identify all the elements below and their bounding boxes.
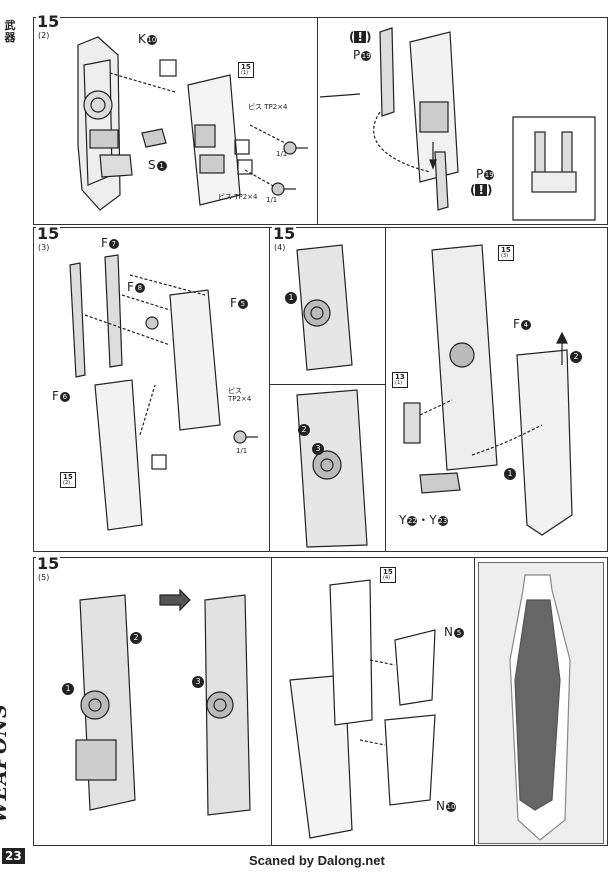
section-header: 武器 — [4, 19, 16, 44]
panel-divider — [271, 557, 272, 846]
ref-step-tag-13: 13(1) — [392, 372, 408, 388]
order-marker-1: 1 — [62, 683, 74, 695]
panel-divider — [385, 227, 386, 552]
warn-mark-top: (!) — [349, 30, 372, 44]
side-title: WEAPONS — [0, 703, 11, 823]
page-number: 23 — [2, 848, 25, 864]
screw-ratio: 1/1 — [236, 447, 248, 455]
step-sub: (3) — [38, 243, 50, 252]
ref-step-tag: 15(4) — [380, 567, 396, 583]
ref-step-tag: 15(1) — [238, 62, 254, 78]
panel-divider — [269, 227, 270, 552]
panel-divider — [270, 384, 386, 385]
gun-parts-illustration — [77, 36, 308, 211]
ref-step-tag: 15(2) — [60, 472, 76, 488]
step-number: 15 — [36, 224, 61, 243]
footer-credit: Scaned by Dalong.net — [249, 853, 385, 868]
order-marker-3: 3 — [312, 443, 324, 455]
step-number: 15 — [36, 554, 61, 573]
step-number: 15 — [36, 12, 61, 31]
panel-divider — [317, 17, 318, 225]
panel-divider — [474, 557, 475, 846]
ref-step-tag: 15(3) — [498, 245, 514, 261]
order-marker-2: 2 — [298, 424, 310, 436]
screw-label: ビス TP2×4 — [228, 387, 252, 403]
order-marker-1b: 1 — [504, 468, 516, 480]
step-number: 15 — [272, 224, 297, 243]
screw-label-1: ビス TP2×4 — [248, 103, 288, 111]
screw-ratio-2: 1/1 — [266, 196, 278, 204]
order-marker-2b: 2 — [570, 351, 582, 363]
screw-ratio-1: 1/1 — [276, 150, 288, 158]
barrel-parts-illustration — [319, 27, 596, 221]
step-sub: (5) — [38, 573, 50, 582]
step-sub: (4) — [274, 243, 286, 252]
order-marker-1: 1 — [285, 292, 297, 304]
screw-label-2: ビス TP2×4 — [218, 193, 258, 201]
frame-parts-illustration — [69, 254, 258, 531]
assembly-step5-illustration — [75, 574, 571, 841]
warn-mark-bottom: (!) — [470, 183, 493, 197]
assembly-step4-illustration — [296, 244, 573, 548]
order-marker-3: 3 — [192, 676, 204, 688]
order-marker-2: 2 — [130, 632, 142, 644]
panel-step-15-2 — [33, 17, 608, 225]
step-sub: (2) — [38, 31, 50, 40]
